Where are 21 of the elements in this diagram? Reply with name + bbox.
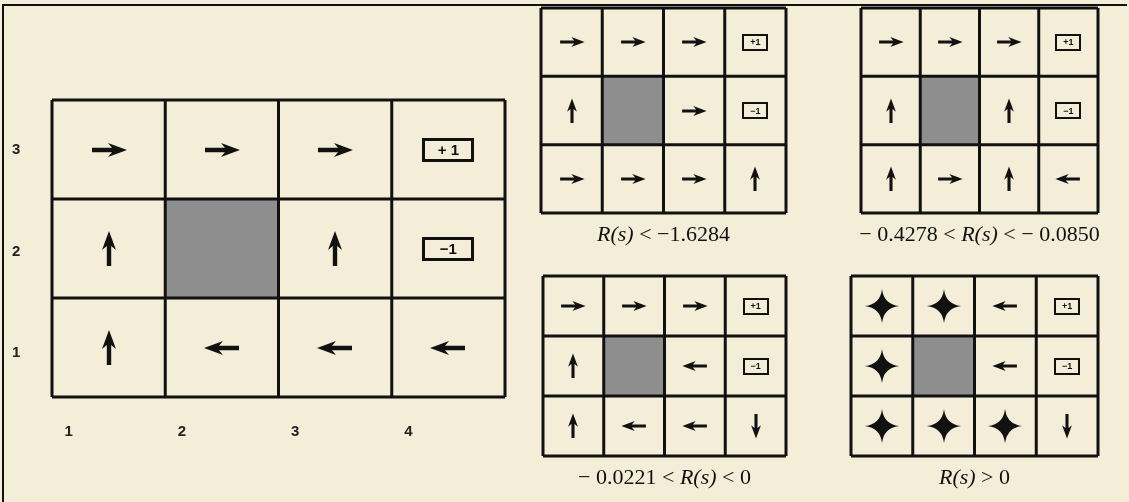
reward-label: +1 bbox=[742, 297, 769, 315]
reward-range-caption: R(s) < −1.6284 bbox=[596, 221, 731, 247]
reward-label: + 1 bbox=[422, 137, 475, 162]
reward-label: +1 bbox=[742, 33, 769, 51]
reward-label: +1 bbox=[1054, 297, 1081, 315]
axis-number: 3 bbox=[289, 422, 301, 440]
reward-label: −1 bbox=[1055, 102, 1082, 119]
axis-number: 1 bbox=[12, 343, 21, 361]
reward-range-caption: R(s) > 0 bbox=[937, 464, 1012, 490]
reward-label: −1 bbox=[1054, 357, 1081, 375]
reward-label: −1 bbox=[422, 236, 475, 261]
reward-range-caption: − 0.4278 < R(s) < − 0.0850 bbox=[858, 221, 1101, 247]
reward-range-caption: − 0.0221 < R(s) < 0 bbox=[577, 464, 752, 490]
reward-label: +1 bbox=[1055, 33, 1082, 51]
axis-number: 2 bbox=[176, 422, 188, 440]
reward-label: −1 bbox=[742, 357, 769, 375]
axis-number: 2 bbox=[12, 242, 21, 260]
axis-number: 4 bbox=[403, 422, 414, 440]
reward-label: −1 bbox=[742, 102, 769, 119]
axis-number: 3 bbox=[12, 140, 21, 158]
axis-number: 1 bbox=[63, 422, 74, 440]
